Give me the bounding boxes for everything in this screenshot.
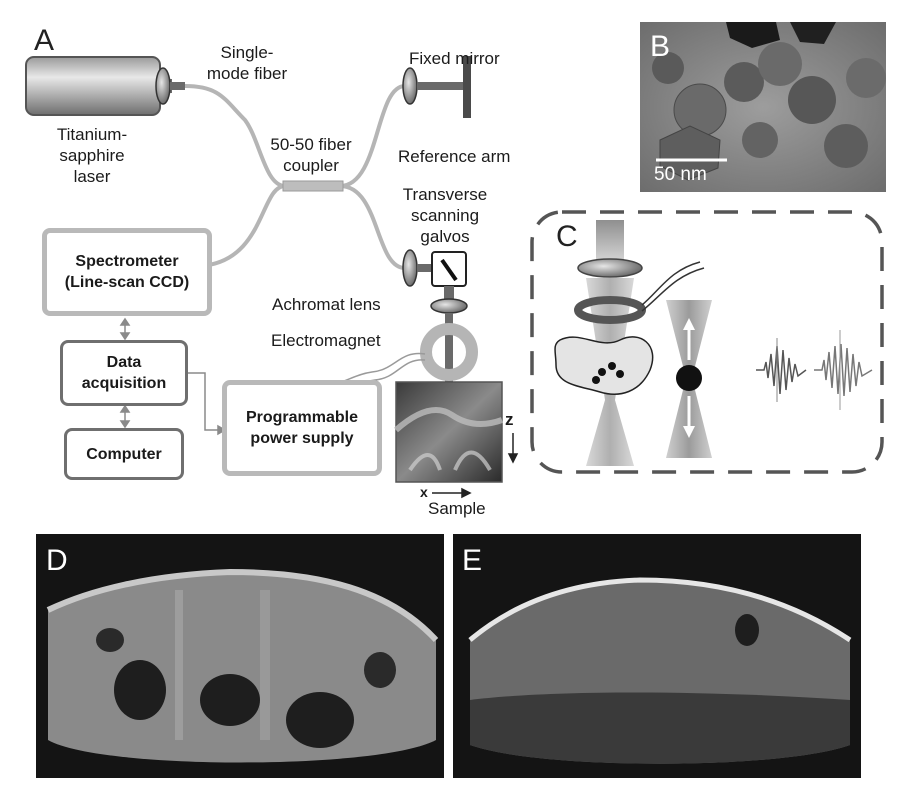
data-acquisition-box: Data acquisition bbox=[60, 340, 188, 406]
panel-c-frame bbox=[530, 210, 884, 474]
panel-c-illustration bbox=[554, 220, 873, 466]
daq-line1: Data bbox=[106, 354, 142, 371]
x-axis-label: x bbox=[420, 484, 428, 500]
laser-body bbox=[25, 56, 185, 116]
panel-label-e: E bbox=[462, 544, 483, 577]
coupler-label: 50-50 fiber coupler bbox=[251, 134, 371, 176]
galvos-label-line3: galvos bbox=[420, 227, 470, 246]
reference-arm-label: Reference arm bbox=[398, 147, 511, 166]
computer-label: Computer bbox=[86, 445, 162, 463]
panel-label-b: B bbox=[650, 30, 671, 63]
power-supply-box: Programmable power supply bbox=[222, 380, 382, 476]
electromagnet-label: Electromagnet bbox=[271, 331, 381, 350]
oct-image-d bbox=[36, 534, 444, 778]
laser-label: Titanium- sapphire laser bbox=[32, 124, 152, 187]
achromat-label: Achromat lens bbox=[272, 295, 381, 314]
panel-label-c: C bbox=[556, 220, 578, 253]
oct-sample-image bbox=[394, 381, 504, 483]
fiber-lines bbox=[184, 84, 406, 270]
fiber-label: Single- mode fiber bbox=[192, 42, 302, 84]
spectrometer-box: Spectrometer (Line-scan CCD) bbox=[42, 228, 212, 316]
fixed-mirror-label: Fixed mirror bbox=[409, 49, 500, 68]
panel-label-d: D bbox=[46, 544, 68, 577]
coupler-label-line2: coupler bbox=[283, 156, 339, 175]
fiber-label-line1: Single- bbox=[220, 43, 274, 62]
sem-image bbox=[640, 22, 886, 192]
power-line1: Programmable bbox=[245, 409, 359, 426]
laser-label-line1: Titanium- bbox=[56, 125, 128, 144]
box-connectors bbox=[119, 317, 227, 436]
axis-arrows bbox=[432, 433, 519, 499]
spectrometer-line2: (Line-scan CCD) bbox=[64, 274, 190, 291]
computer-box: Computer bbox=[64, 428, 184, 480]
oct-image-e bbox=[453, 534, 861, 778]
laser-label-line3: laser bbox=[73, 167, 111, 186]
reference-arm bbox=[402, 56, 471, 118]
panel-label-a: A bbox=[34, 24, 55, 57]
spectrometer-line1: Spectrometer bbox=[75, 253, 179, 270]
scale-bar-label: 50 nm bbox=[654, 164, 707, 185]
daq-line2: acquisition bbox=[81, 375, 167, 392]
coupler-label-line1: 50-50 fiber bbox=[270, 135, 352, 154]
fiber-label-line2: mode fiber bbox=[206, 64, 288, 83]
laser-label-line2: sapphire bbox=[59, 146, 125, 165]
galvos-label: Transverse scanning galvos bbox=[385, 184, 505, 247]
sample-label: Sample bbox=[428, 499, 486, 518]
galvos-label-line1: Transverse bbox=[402, 185, 488, 204]
sample-arm bbox=[317, 249, 478, 397]
galvos-label-line2: scanning bbox=[410, 206, 480, 225]
power-line2: power supply bbox=[250, 430, 354, 447]
z-axis-label: z bbox=[505, 410, 514, 429]
